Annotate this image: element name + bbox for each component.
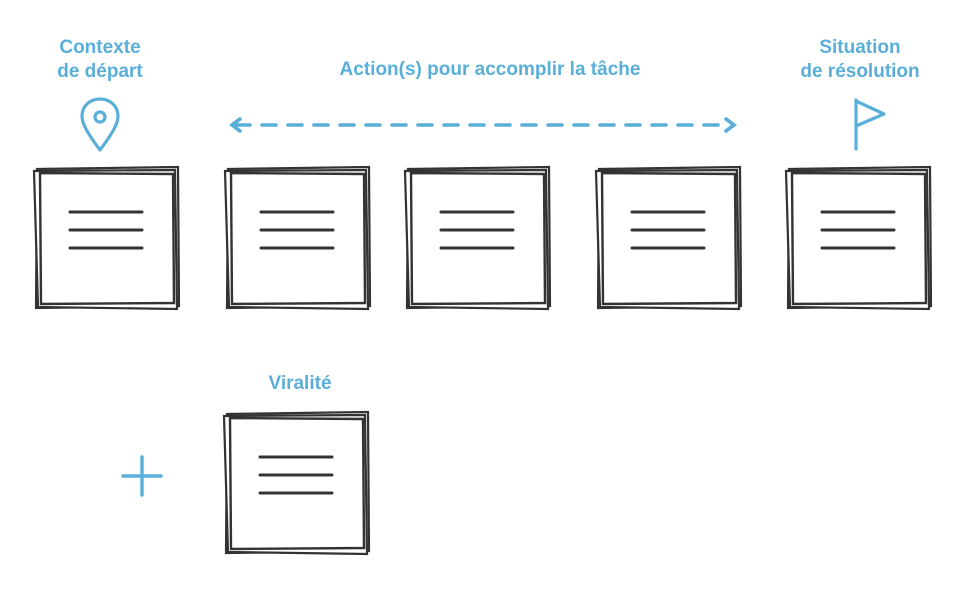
card-start (32, 165, 181, 311)
card-action-3 (594, 165, 743, 311)
label-resolution: Situation (819, 37, 901, 58)
label-start-context: Contexte (59, 37, 141, 58)
flag-icon (854, 98, 886, 151)
double-arrow-dashed-icon (229, 117, 737, 133)
label-virality: Viralité (268, 373, 332, 394)
label-actions: Action(s) pour accomplir la tâche (339, 59, 641, 80)
map-pin-icon (80, 97, 120, 152)
card-action-2 (403, 165, 552, 311)
label-start-context-line2: de départ (57, 61, 143, 82)
label-resolution-line2: de résolution (800, 61, 920, 82)
plus-icon (121, 455, 163, 497)
card-virality (222, 410, 371, 556)
card-action-1 (223, 165, 372, 311)
card-end (784, 165, 933, 311)
